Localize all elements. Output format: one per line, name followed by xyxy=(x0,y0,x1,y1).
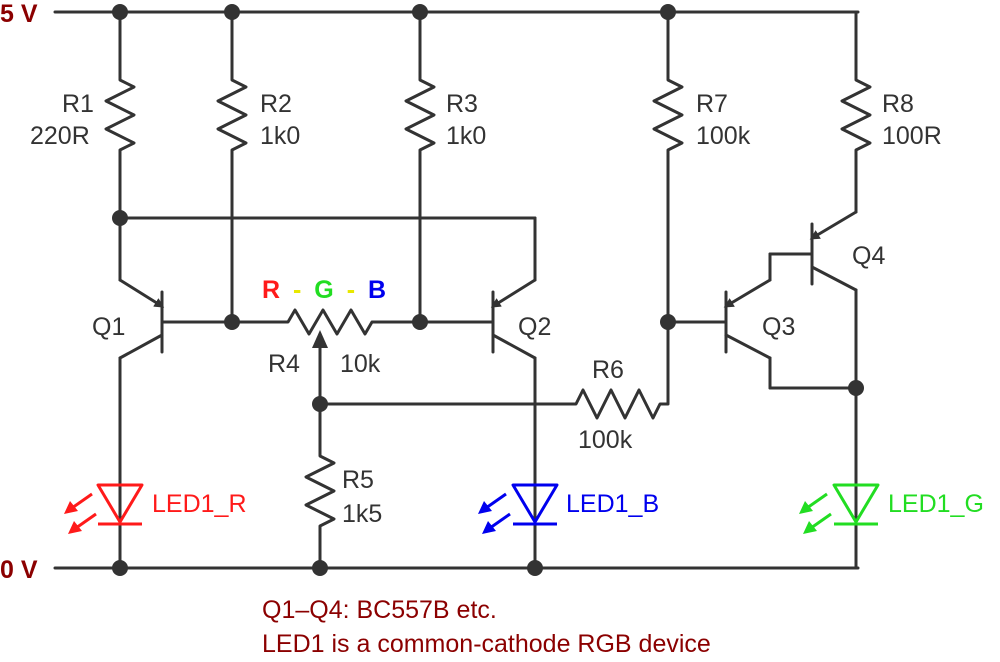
transistor-q3 xyxy=(723,252,858,390)
r7-value: 100k xyxy=(696,122,751,150)
led-green-icon xyxy=(799,483,880,534)
potentiometer-r4 xyxy=(280,308,380,336)
pot-scale-b: B xyxy=(368,276,386,304)
pot-scale-sep2: - xyxy=(347,276,355,304)
resistor-r5 xyxy=(304,448,336,534)
r6-name: R6 xyxy=(592,356,624,384)
transistor-q2 xyxy=(490,278,537,570)
pot-scale-r: R xyxy=(262,276,280,304)
q4-label: Q4 xyxy=(852,242,885,270)
resistor-r6 xyxy=(568,388,668,420)
ground-rail-label: 0 V xyxy=(0,556,38,584)
r3-value: 1k0 xyxy=(446,122,486,150)
r1-name: R1 xyxy=(62,90,94,118)
resistor-r3 xyxy=(404,72,436,158)
transistor-q1 xyxy=(118,278,234,360)
r8-value: 100R xyxy=(882,122,942,150)
led-red-icon xyxy=(64,483,144,534)
pot-scale-sep1: - xyxy=(293,276,301,304)
branch-left-wires xyxy=(118,10,537,570)
led-blue-label: LED1_B xyxy=(566,490,659,518)
r4-value: 10k xyxy=(340,350,381,378)
r7-name: R7 xyxy=(696,90,728,118)
pot-scale-g: G xyxy=(314,276,333,304)
resistor-r1 xyxy=(104,72,136,158)
note-transistor-type: Q1–Q4: BC557B etc. xyxy=(262,596,497,624)
r5-name: R5 xyxy=(342,466,374,494)
q3-label: Q3 xyxy=(762,313,795,341)
led-green-label: LED1_G xyxy=(888,490,984,518)
pot-rgb-scale: R - G - B xyxy=(262,276,386,304)
q2-label: Q2 xyxy=(518,313,551,341)
r6-value: 100k xyxy=(578,426,633,454)
r2-value: 1k0 xyxy=(260,122,300,150)
led-blue-icon xyxy=(478,483,559,534)
r4-name: R4 xyxy=(268,350,300,378)
r8-name: R8 xyxy=(882,90,914,118)
resistor-r7 xyxy=(652,72,684,158)
junction-dots xyxy=(112,4,864,576)
resistor-r2 xyxy=(216,72,248,158)
q1-label: Q1 xyxy=(92,313,125,341)
pot-wiper-arrow xyxy=(312,330,328,348)
r5-value: 1k5 xyxy=(342,500,382,528)
r3-name: R3 xyxy=(446,90,478,118)
resistor-r8 xyxy=(840,72,872,158)
supply-rail-label: 5 V xyxy=(0,0,38,28)
led-red-label: LED1_R xyxy=(152,490,247,518)
r2-name: R2 xyxy=(260,90,292,118)
r1-value: 220R xyxy=(30,122,90,150)
note-led-type: LED1 is a common-cathode RGB device xyxy=(262,630,711,658)
